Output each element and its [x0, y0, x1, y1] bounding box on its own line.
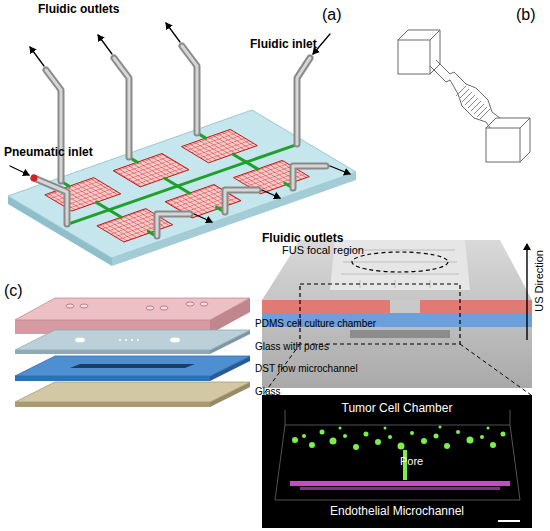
- exploded-layers: [15, 298, 250, 407]
- inset-text: Tumor Cell Chamber: [262, 402, 532, 415]
- direction-label: US Direction: [533, 250, 545, 312]
- channel-sketch: [398, 30, 530, 162]
- microfluidic-chip: [8, 23, 356, 266]
- region-label: FUS focal region: [282, 244, 364, 256]
- port-label: Fluidic outlets: [262, 232, 343, 245]
- layer-label: Glass: [255, 386, 281, 397]
- port-label: Fluidic inlet: [250, 38, 317, 51]
- fluorescence-image: [262, 395, 532, 528]
- port-label: Fluidic outlets: [38, 3, 119, 16]
- layer-label: PDMS cell culture chamber: [255, 318, 376, 329]
- layer-label: DST flow microchannel: [255, 363, 358, 374]
- panel-letter: (a): [322, 6, 342, 24]
- panel-letter: (c): [4, 282, 23, 300]
- layer-label: Glass with pores: [255, 341, 329, 352]
- microscopy-inset: Tumor Cell ChamberPoreEndothelial Microc…: [262, 395, 532, 528]
- port-label: Pneumatic inlet: [4, 146, 93, 159]
- inset-text: Pore: [400, 455, 423, 467]
- panel-letter: (b): [516, 6, 536, 24]
- inset-text: Endothelial Microchannel: [262, 505, 532, 518]
